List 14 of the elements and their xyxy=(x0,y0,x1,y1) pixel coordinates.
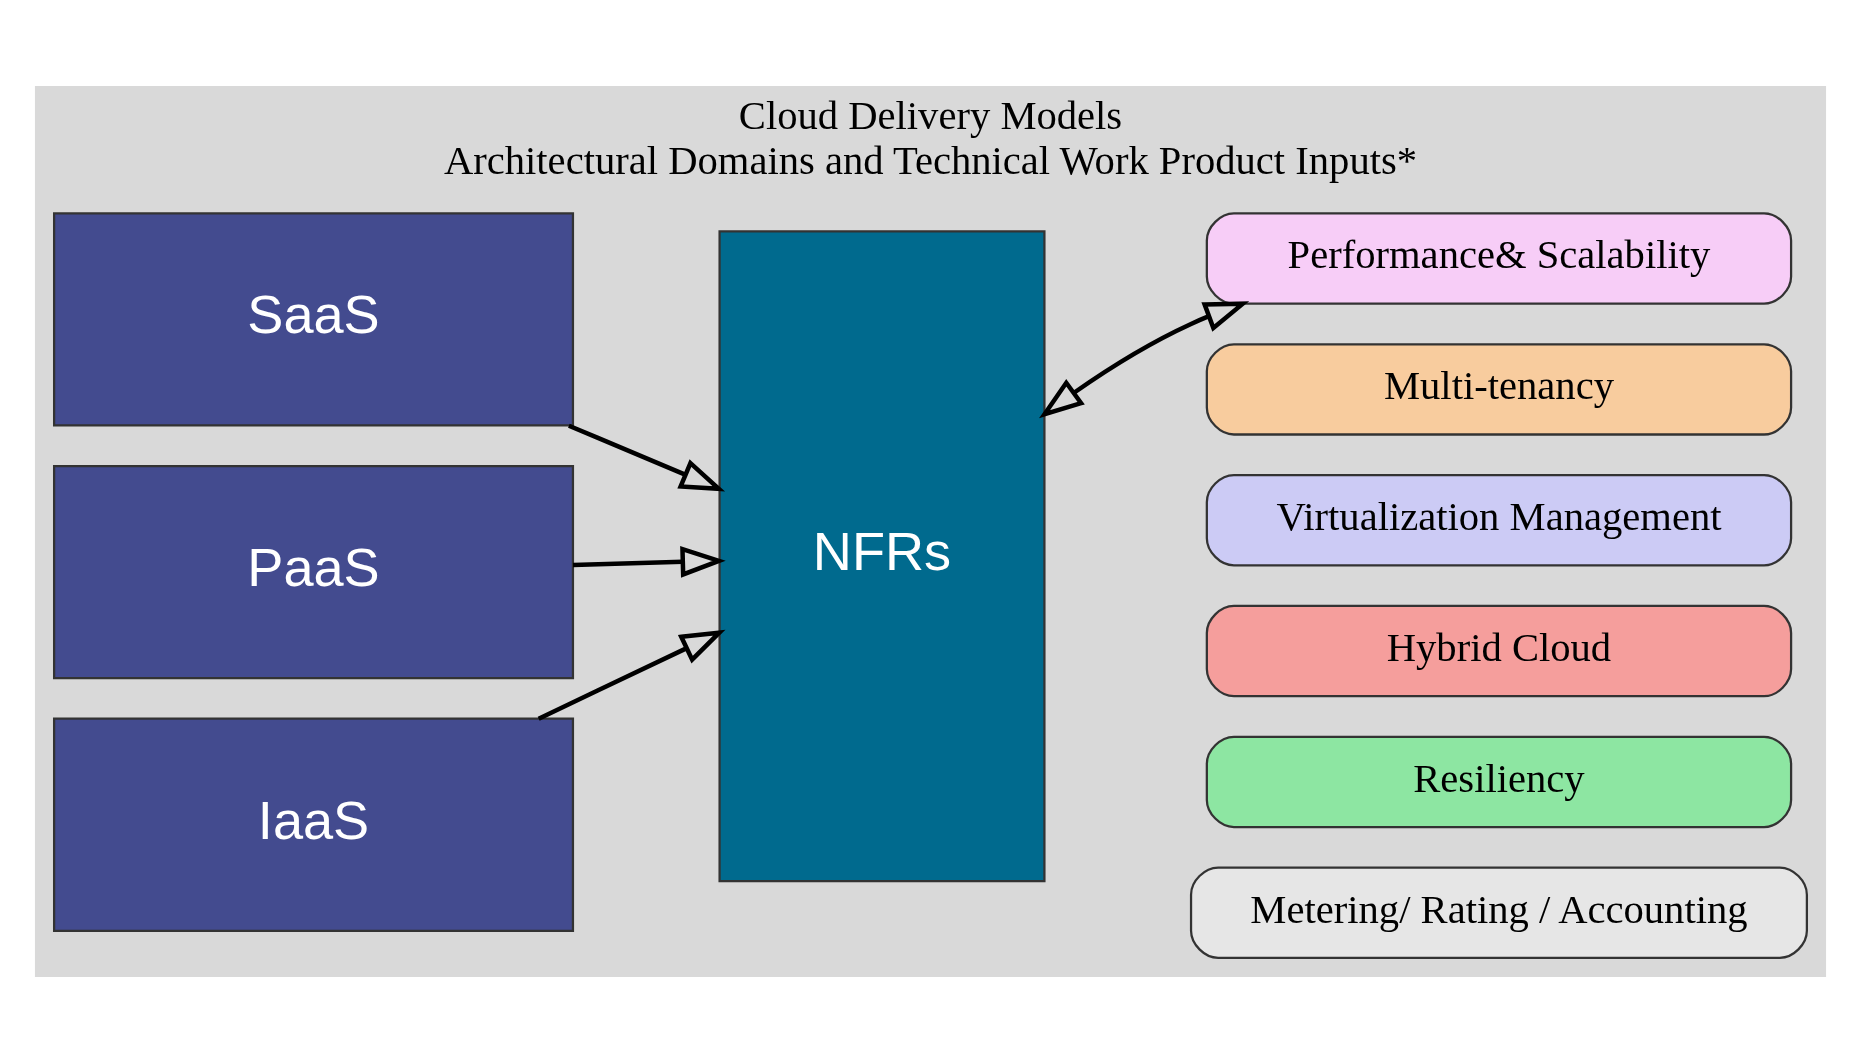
node-box: Performance& Scalability xyxy=(1205,212,1792,305)
node-box: SaaS xyxy=(52,212,574,427)
node-box: NFRs xyxy=(717,230,1046,883)
arrow xyxy=(1038,301,1249,419)
node-box: Hybrid Cloud xyxy=(1205,604,1792,698)
arrow xyxy=(567,423,725,492)
arrow xyxy=(537,629,725,721)
arrow xyxy=(572,546,726,578)
node-box: PaaS xyxy=(52,464,574,680)
node-box: IaaS xyxy=(52,717,574,932)
node-box: Virtualization Management xyxy=(1205,473,1792,567)
node-box: Metering/ Rating / Accounting xyxy=(1189,866,1808,959)
node-box: Resiliency xyxy=(1205,735,1792,829)
node-box: Multi-tenancy xyxy=(1205,343,1792,436)
